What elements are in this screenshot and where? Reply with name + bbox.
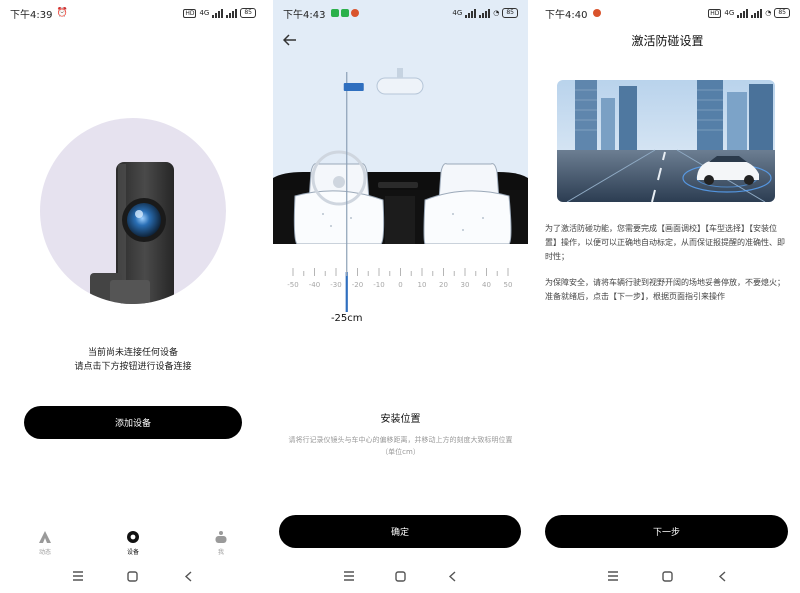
ruler-tick-label: 30 xyxy=(461,281,470,289)
tab-device[interactable]: 设备 xyxy=(118,530,148,556)
wechat-icon xyxy=(331,9,340,17)
alarm-icon: ⏰ xyxy=(56,8,68,18)
message-icon xyxy=(341,9,350,17)
network-type: 4G xyxy=(452,9,463,17)
status-bar: 下午4:43 4G ◔ 85 xyxy=(273,0,528,26)
app-notification-icon xyxy=(593,9,602,17)
install-position-screen: -50 -40 -30 -20 -10 0 10 20 30 40 50 -25cm 安装位置 请将… xyxy=(273,0,528,593)
status-time: 下午4:43 xyxy=(283,9,326,21)
home-icon[interactable] xyxy=(390,566,410,586)
car-interior-scene xyxy=(273,0,528,245)
battery-icon: 85 xyxy=(774,8,790,18)
network-type: 4G xyxy=(724,9,735,17)
next-step-button[interactable]: 下一步 xyxy=(545,515,788,548)
dashcam-device-icon xyxy=(90,162,174,304)
app-notification-icon xyxy=(351,9,360,17)
home-icon[interactable] xyxy=(658,566,678,586)
ruler-tick-label: -30 xyxy=(330,281,341,289)
signal-icon xyxy=(212,8,224,18)
tab-device-label: 设备 xyxy=(126,549,139,556)
dashcam-illustration xyxy=(40,118,226,304)
menu-icon[interactable] xyxy=(603,566,623,586)
signal-icon xyxy=(737,8,749,18)
signal-icon-2 xyxy=(751,8,763,18)
menu-icon[interactable] xyxy=(339,566,359,586)
ruler-tick-label: 20 xyxy=(439,281,448,289)
hd-icon: HD xyxy=(183,8,197,18)
ruler-tick-label: -20 xyxy=(352,281,363,289)
offset-value-label: -25cm xyxy=(330,313,363,324)
city-car-illustration xyxy=(557,80,775,202)
collision-setup-screen: 下午4:40 HD 4G ◔ 85 激活防碰设置 xyxy=(535,0,800,593)
add-device-button[interactable]: 添加设备 xyxy=(24,406,242,439)
back-button[interactable] xyxy=(279,30,301,50)
menu-icon[interactable] xyxy=(68,566,88,586)
page-title: 激活防碰设置 xyxy=(631,34,704,48)
system-nav-bar xyxy=(273,566,528,586)
install-position-title: 安装位置 xyxy=(380,414,421,425)
safety-instructions: 为保障安全，请将车辆行驶到视野开阔的场地妥善停放，不要熄火；准备就绪后，点击【下… xyxy=(545,278,785,301)
signal-icon xyxy=(465,8,477,18)
profile-icon xyxy=(215,531,227,543)
no-device-prompt: 当前尚未连接任何设备 请点击下方按钮进行设备连接 xyxy=(0,346,266,374)
bottom-tab-bar: 动态 设备 我 xyxy=(0,530,266,556)
system-nav-bar xyxy=(535,566,800,586)
network-type: 4G xyxy=(199,9,210,17)
wifi-icon: ◔ xyxy=(493,9,500,17)
ruler-tick-label: 10 xyxy=(418,281,427,289)
status-time: 下午4:40 xyxy=(545,9,588,21)
prompt-line-1: 当前尚未连接任何设备 xyxy=(87,348,178,358)
ruler-tick-label: -50 xyxy=(287,281,298,289)
confirm-button[interactable]: 确定 xyxy=(279,515,521,548)
battery-icon: 85 xyxy=(240,8,256,18)
signal-icon-2 xyxy=(226,8,238,18)
back-nav-icon[interactable] xyxy=(178,566,198,586)
battery-icon: 85 xyxy=(502,8,518,18)
triangle-logo-icon xyxy=(39,531,51,543)
back-nav-icon[interactable] xyxy=(713,566,733,586)
device-screen: 下午4:39 ⏰ HD 4G 85 xyxy=(0,0,266,593)
ruler-tick-label: -40 xyxy=(309,281,320,289)
dashcam-marker-icon xyxy=(343,83,364,91)
back-nav-icon[interactable] xyxy=(442,566,462,586)
home-icon[interactable] xyxy=(123,566,143,586)
tab-feed[interactable]: 动态 xyxy=(30,530,60,556)
car-dashboard-illustration xyxy=(273,0,528,245)
hd-icon: HD xyxy=(708,8,722,18)
ruler-tick-label: -10 xyxy=(373,281,384,289)
setup-instructions: 为了激活防碰功能，您需要完成【画面调校】【车型选择】【安装位置】操作，以便可以正… xyxy=(545,224,785,261)
ruler-tick-label: 40 xyxy=(482,281,491,289)
offset-ruler[interactable]: -50 -40 -30 -20 -10 0 10 20 30 40 50 xyxy=(273,262,528,322)
status-bar: 下午4:39 ⏰ HD 4G 85 xyxy=(0,0,266,26)
signal-icon-2 xyxy=(479,8,491,18)
system-nav-bar xyxy=(0,566,266,586)
prompt-line-2: 请点击下方按钮进行设备连接 xyxy=(74,362,192,372)
ruler-tick-label: 0 xyxy=(398,281,402,289)
arrow-left-icon xyxy=(283,34,296,46)
device-dot-icon xyxy=(127,531,139,543)
wifi-icon: ◔ xyxy=(765,9,772,17)
tab-me[interactable]: 我 xyxy=(206,530,236,556)
ruler-tick-label: 50 xyxy=(504,281,513,289)
status-bar: 下午4:40 HD 4G ◔ 85 xyxy=(535,0,800,26)
install-position-description: 请将行记录仪镜头与车中心的偏移距离，并移动上方的刻度大致标明位置（单位cm） xyxy=(288,436,513,456)
tab-feed-label: 动态 xyxy=(38,549,51,556)
tab-me-label: 我 xyxy=(217,549,224,556)
status-time: 下午4:39 xyxy=(10,9,53,21)
